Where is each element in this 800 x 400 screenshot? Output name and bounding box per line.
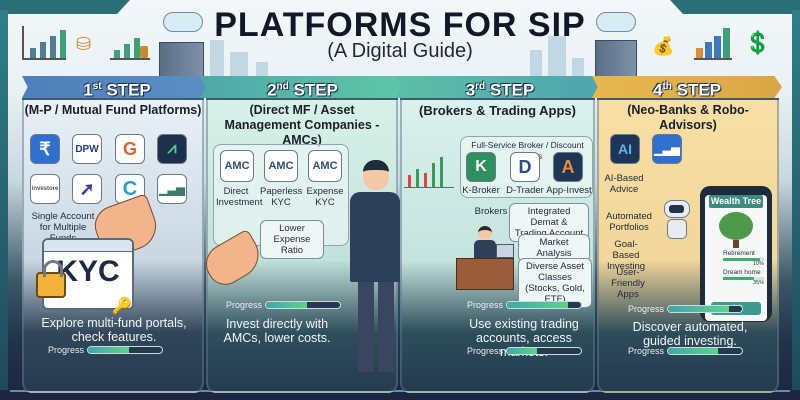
g-app-icon[interactable]: G xyxy=(115,134,145,164)
server-icon-right xyxy=(595,40,637,78)
laptop-icon xyxy=(496,244,514,258)
d-trader-label: D-Trader xyxy=(506,185,544,196)
step-1-description: Explore multi-fund portals, check featur… xyxy=(41,316,187,344)
rupee-app-icon[interactable]: ₹ xyxy=(30,134,60,164)
step-1-banner: 1st STEP xyxy=(22,76,212,98)
amc-feature-1: Direct Investment xyxy=(216,186,263,208)
d-trader-app-icon[interactable]: D xyxy=(510,152,540,182)
server-icon xyxy=(159,42,204,78)
candlestick-chart-icon xyxy=(404,148,454,188)
amc-paperless-icon[interactable]: AMC xyxy=(264,150,298,182)
cloud-upload-icon xyxy=(596,12,636,32)
lock-icon xyxy=(36,260,66,298)
step-4-progress-top: Progress xyxy=(628,304,744,314)
arrow-app-icon[interactable]: ➚ xyxy=(72,174,102,204)
lower-expense-callout: Lower Expense Ratio xyxy=(260,220,324,259)
step-4-progress-bottom: Progress xyxy=(628,346,744,356)
feature-goal-based: Goal-Based Investing xyxy=(606,239,646,272)
step-2-banner: 2nd STEP xyxy=(200,76,405,98)
brokers-label: Brokers xyxy=(474,206,508,217)
step-1-progress: Progress xyxy=(48,345,164,355)
page-title: PLATFORMS FOR SIP xyxy=(214,6,586,44)
step-2-progress: Progress xyxy=(226,300,342,310)
feature-ai-advice: AI-Based Advice xyxy=(604,173,644,195)
dpw-app-icon[interactable]: DPW xyxy=(72,134,102,164)
step-3-progress-bottom: Progress xyxy=(467,346,583,356)
app-invest-app-icon[interactable]: A xyxy=(553,152,583,182)
app-invest-label: App-Invest xyxy=(546,185,592,196)
step-3-banner: 3rd STEP xyxy=(395,76,605,98)
step-2-heading: (Direct MF / Asset Management Companies … xyxy=(224,103,380,147)
city-skyline xyxy=(200,30,620,80)
step-4-heading: (Neo-Banks & Robo-Advisors) xyxy=(627,103,749,132)
step-2-description: Invest directly with AMCs, lower costs. xyxy=(223,317,331,345)
coins-icon: ⛁ xyxy=(76,34,92,54)
trend-chart-icon xyxy=(110,30,150,60)
robot-advisor-icon xyxy=(660,200,694,240)
wealth-tree-title: Wealth Tree xyxy=(709,195,763,208)
investore-app-icon[interactable]: investore xyxy=(30,174,60,204)
key-icon: 🔑 xyxy=(112,298,132,315)
step-1-heading: (M-P / Mutual Fund Platforms) xyxy=(24,103,202,117)
frame-left xyxy=(0,10,8,390)
broker-at-desk-figure xyxy=(474,226,496,260)
step-4-description: Discover automated, guided investing. xyxy=(632,320,748,348)
bars-app-icon[interactable]: ▁▃▅ xyxy=(157,174,187,204)
k-broker-label: K-Broker xyxy=(462,185,500,196)
money-bag-coins-icon: 💰 xyxy=(652,36,675,56)
desk xyxy=(456,258,514,290)
ai-app-icon[interactable]: AI xyxy=(610,134,640,164)
step-4-banner: 4th STEP xyxy=(592,76,782,98)
step-3-progress-top: Progress xyxy=(467,300,583,310)
feature-user-friendly: User-Friendly Apps xyxy=(611,267,645,300)
businessman-figure xyxy=(350,160,402,380)
amc-feature-3: Expense KYC xyxy=(306,186,344,208)
cloud-sync-icon xyxy=(163,12,203,32)
bar-chart-icon xyxy=(694,28,732,60)
page-subtitle: (A Digital Guide) xyxy=(327,40,473,62)
dollar-bag-icon: 💲 xyxy=(744,30,772,55)
amc-direct-icon[interactable]: AMC xyxy=(220,150,254,182)
feature-asset-classes: Diverse Asset Classes (Stocks, Gold, ETF… xyxy=(518,258,592,308)
feature-automated-portfolios: Automated Portfolios xyxy=(606,211,652,233)
goal-retirement: Retirement 10% xyxy=(723,250,764,267)
growth-chart-icon xyxy=(22,26,66,60)
phone-mockup: Wealth Tree Retirement 10% Dream home 35… xyxy=(700,186,772,322)
tree-icon xyxy=(719,212,753,240)
amc-feature-2: Paperless KYC xyxy=(260,186,303,208)
chart-app-icon[interactable]: ⩘ xyxy=(157,134,187,164)
analytics-app-icon[interactable]: ▁▃▅ xyxy=(652,134,682,164)
goal-dream-home: Dream home 35% xyxy=(723,269,764,286)
k-broker-app-icon[interactable]: K xyxy=(466,152,496,182)
frame-bottom xyxy=(10,390,790,392)
frame-top-right xyxy=(670,0,800,14)
frame-right xyxy=(792,10,800,390)
frame-top-left xyxy=(0,0,130,14)
amc-expense-icon[interactable]: AMC xyxy=(308,150,342,182)
step-3-heading: (Brokers & Trading Apps) xyxy=(419,103,576,118)
